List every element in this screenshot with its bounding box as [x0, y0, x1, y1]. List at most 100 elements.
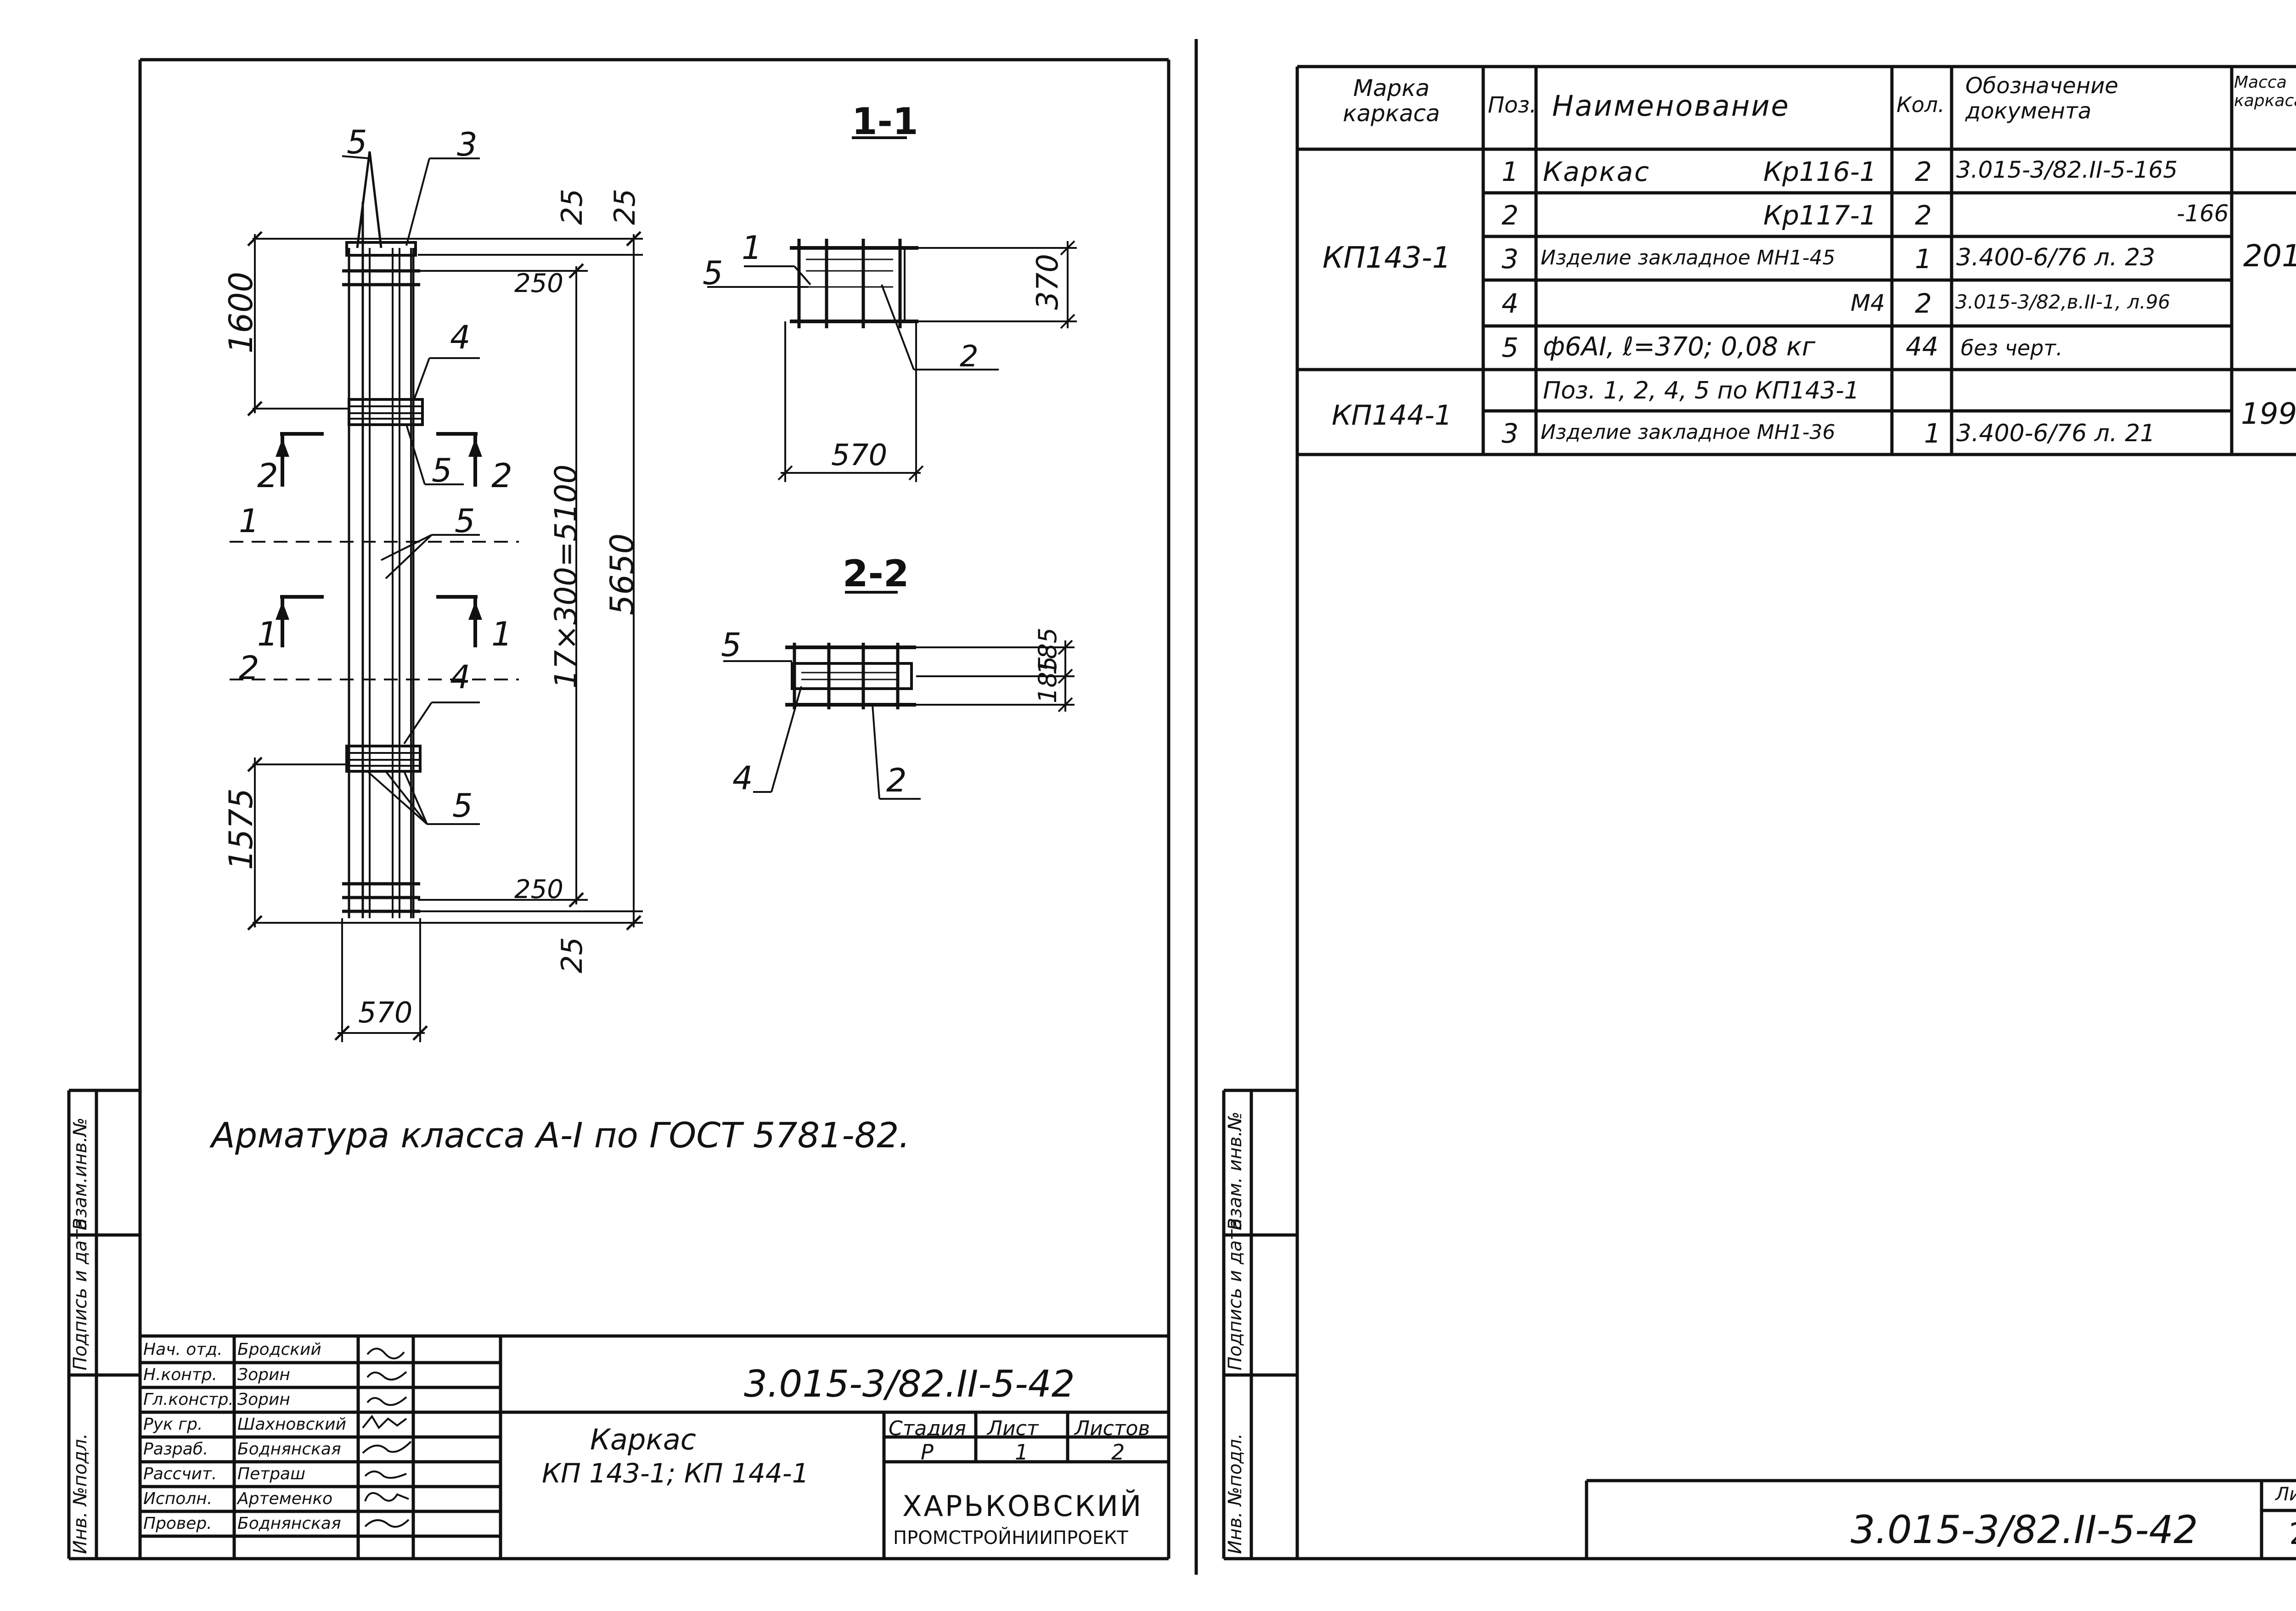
sec22-pos2: 2: [886, 762, 907, 799]
spec-row-0-pos: 1: [1502, 156, 1519, 187]
name-2: Зорин: [237, 1390, 290, 1409]
left-title-line1: Каркас: [590, 1423, 696, 1456]
spec-mass-kp144: 199,4: [2241, 397, 2296, 431]
spec-mark-kp143: КП143-1: [1322, 241, 1451, 275]
signature-0: [366, 1347, 405, 1359]
pos-label-5-d: 5: [452, 787, 473, 825]
signature-1: [366, 1371, 407, 1381]
role-gl-konstr: Гл.констр.: [143, 1390, 234, 1409]
spec-row-4-pos: 5: [1502, 332, 1519, 363]
role-prover: Провер.: [143, 1514, 212, 1533]
left-title-line2: КП 143-1; КП 144-1: [542, 1458, 809, 1489]
spec-header-qty: Кол.: [1896, 92, 1945, 117]
stage-value: Р: [921, 1440, 934, 1465]
name-5: Петраш: [237, 1465, 306, 1483]
spec-header-mass: Масса каркаса, кг: [2234, 73, 2296, 110]
spec-row-2-pos: 3: [1502, 243, 1519, 275]
spec-row-0-qty: 2: [1915, 156, 1932, 187]
sec22-pos5: 5: [721, 626, 742, 664]
signature-6: [364, 1492, 409, 1502]
spec-row-1-qty: 2: [1915, 200, 1932, 231]
signature-5: [364, 1471, 407, 1479]
dim-250-top: 250: [514, 269, 563, 298]
spec-row-1-pos: 2: [1502, 200, 1519, 231]
spec-row-4-name: ф6АI, ℓ=370; 0,08 кг: [1543, 332, 1816, 362]
section-title-1-1: 1-1: [852, 100, 918, 143]
spec-header-mark: Марка каркаса: [1343, 75, 1440, 127]
right-stamp-podpis: Подпись и дата: [1225, 1218, 1246, 1370]
pos-label-4-upper: 4: [450, 319, 471, 356]
right-title-code: 3.015-3/82.II-5-42: [1851, 1507, 2198, 1552]
sec11-pos1: 1: [742, 229, 762, 267]
left-title-code: 3.015-3/82.II-5-42: [744, 1363, 1075, 1405]
pos-label-3: 3: [457, 126, 478, 163]
spec-row-2-name: Изделие закладное МН1-45: [1541, 246, 1835, 269]
right-stamp-inv-podl: Инв. №подл.: [1225, 1433, 1246, 1554]
spec-row-5-name: Поз. 1, 2, 4, 5 по КП143-1: [1543, 377, 1860, 404]
spec-row-6-qty: 1: [1924, 418, 1941, 449]
spec-row-6-name: Изделие закладное МН1-36: [1541, 421, 1835, 444]
spec-row-2-doc: 3.400-6/76 л. 23: [1956, 244, 2155, 271]
section-title-2-2: 2-2: [843, 552, 909, 595]
right-stamp-vzam: Взам. инв.№: [1225, 1111, 1246, 1230]
pos-label-5-b: 5: [432, 452, 452, 489]
spec-row-0-name: Каркас: [1543, 156, 1650, 187]
sheets-label: Листов: [1075, 1417, 1150, 1440]
pos-label-4-lower: 4: [450, 658, 471, 696]
cut-label-2-right: 2: [491, 456, 512, 495]
spec-row-2-qty: 1: [1915, 243, 1932, 275]
cut-label-1-left: 1: [257, 615, 278, 653]
spec-mark-kp144: КП144-1: [1332, 399, 1452, 432]
signature-7: [364, 1519, 410, 1528]
signature-3: [362, 1415, 407, 1430]
name-0: Бродский: [237, 1340, 321, 1359]
spec-row-1-name2: Кр117-1: [1763, 200, 1877, 231]
sheets-value: 2: [1111, 1440, 1125, 1465]
spec-header-pos: Поз.: [1488, 92, 1537, 118]
stage-label: Стадия: [889, 1417, 966, 1440]
spec-row-0-name2: Кр116-1: [1763, 156, 1877, 187]
spec-row-3-qty: 2: [1915, 288, 1932, 319]
pos-label-1: 1: [239, 502, 259, 540]
spec-row-6-doc: 3.400-6/76 л. 21: [1956, 420, 2155, 447]
spec-row-3-pos: 4: [1502, 288, 1519, 319]
spec-mass-kp143: 201,7: [2243, 238, 2296, 274]
org-line1: ХАРЬКОВСКИЙ: [902, 1489, 1143, 1523]
name-1: Зорин: [237, 1365, 290, 1384]
sec11-pos2: 2: [960, 340, 979, 374]
spec-row-3-name2: М4: [1851, 290, 1885, 316]
spec-header-doc: Обозначение документа: [1965, 73, 2119, 124]
dim-570-bottom: 570: [358, 996, 413, 1029]
role-ispoln: Исполн.: [143, 1489, 213, 1508]
signature-2: [366, 1396, 407, 1406]
pos-label-2: 2: [239, 649, 259, 687]
sheet-value: 1: [1015, 1440, 1029, 1465]
spec-header-name: Наименование: [1552, 89, 1790, 123]
sec11-pos5: 5: [703, 254, 723, 292]
dim-250-bottom: 250: [514, 875, 563, 904]
spec-row-3-doc: 3.015-3/82,в.II-1, л.96: [1955, 291, 2171, 313]
role-nach-otd: Нач. отд.: [143, 1340, 223, 1359]
sec22-pos4: 4: [732, 759, 753, 797]
pos-label-5: 5: [347, 123, 367, 161]
name-6: Артеменко: [237, 1489, 333, 1508]
spec-row-1-doc: -166: [2177, 200, 2229, 227]
pos-label-5-c: 5: [455, 502, 475, 540]
name-4: Боднянская: [237, 1440, 341, 1459]
spec-row-4-doc: без черт.: [1961, 336, 2063, 360]
role-n-kontr: Н.контр.: [143, 1365, 218, 1384]
cut-label-1-right: 1: [491, 615, 512, 653]
role-razrab: Разраб.: [143, 1440, 208, 1459]
role-ruk-gr: Рук гр.: [143, 1415, 203, 1434]
sec11-dim-570: 570: [831, 438, 888, 472]
reinforcement-note: Арматура класса А-I по ГОСТ 5781-82.: [211, 1115, 910, 1156]
right-sheet-value: 2: [2289, 1520, 2296, 1549]
org-line2: ПРОМСТРОЙНИИПРОЕКТ: [893, 1527, 1128, 1549]
signature-4: [362, 1441, 412, 1454]
name-3: Шахновский: [237, 1415, 346, 1434]
role-rasschit: Рассчит.: [143, 1465, 217, 1483]
spec-row-0-doc: 3.015-3/82.II-5-165: [1956, 157, 2178, 183]
name-7: Боднянская: [237, 1514, 341, 1533]
